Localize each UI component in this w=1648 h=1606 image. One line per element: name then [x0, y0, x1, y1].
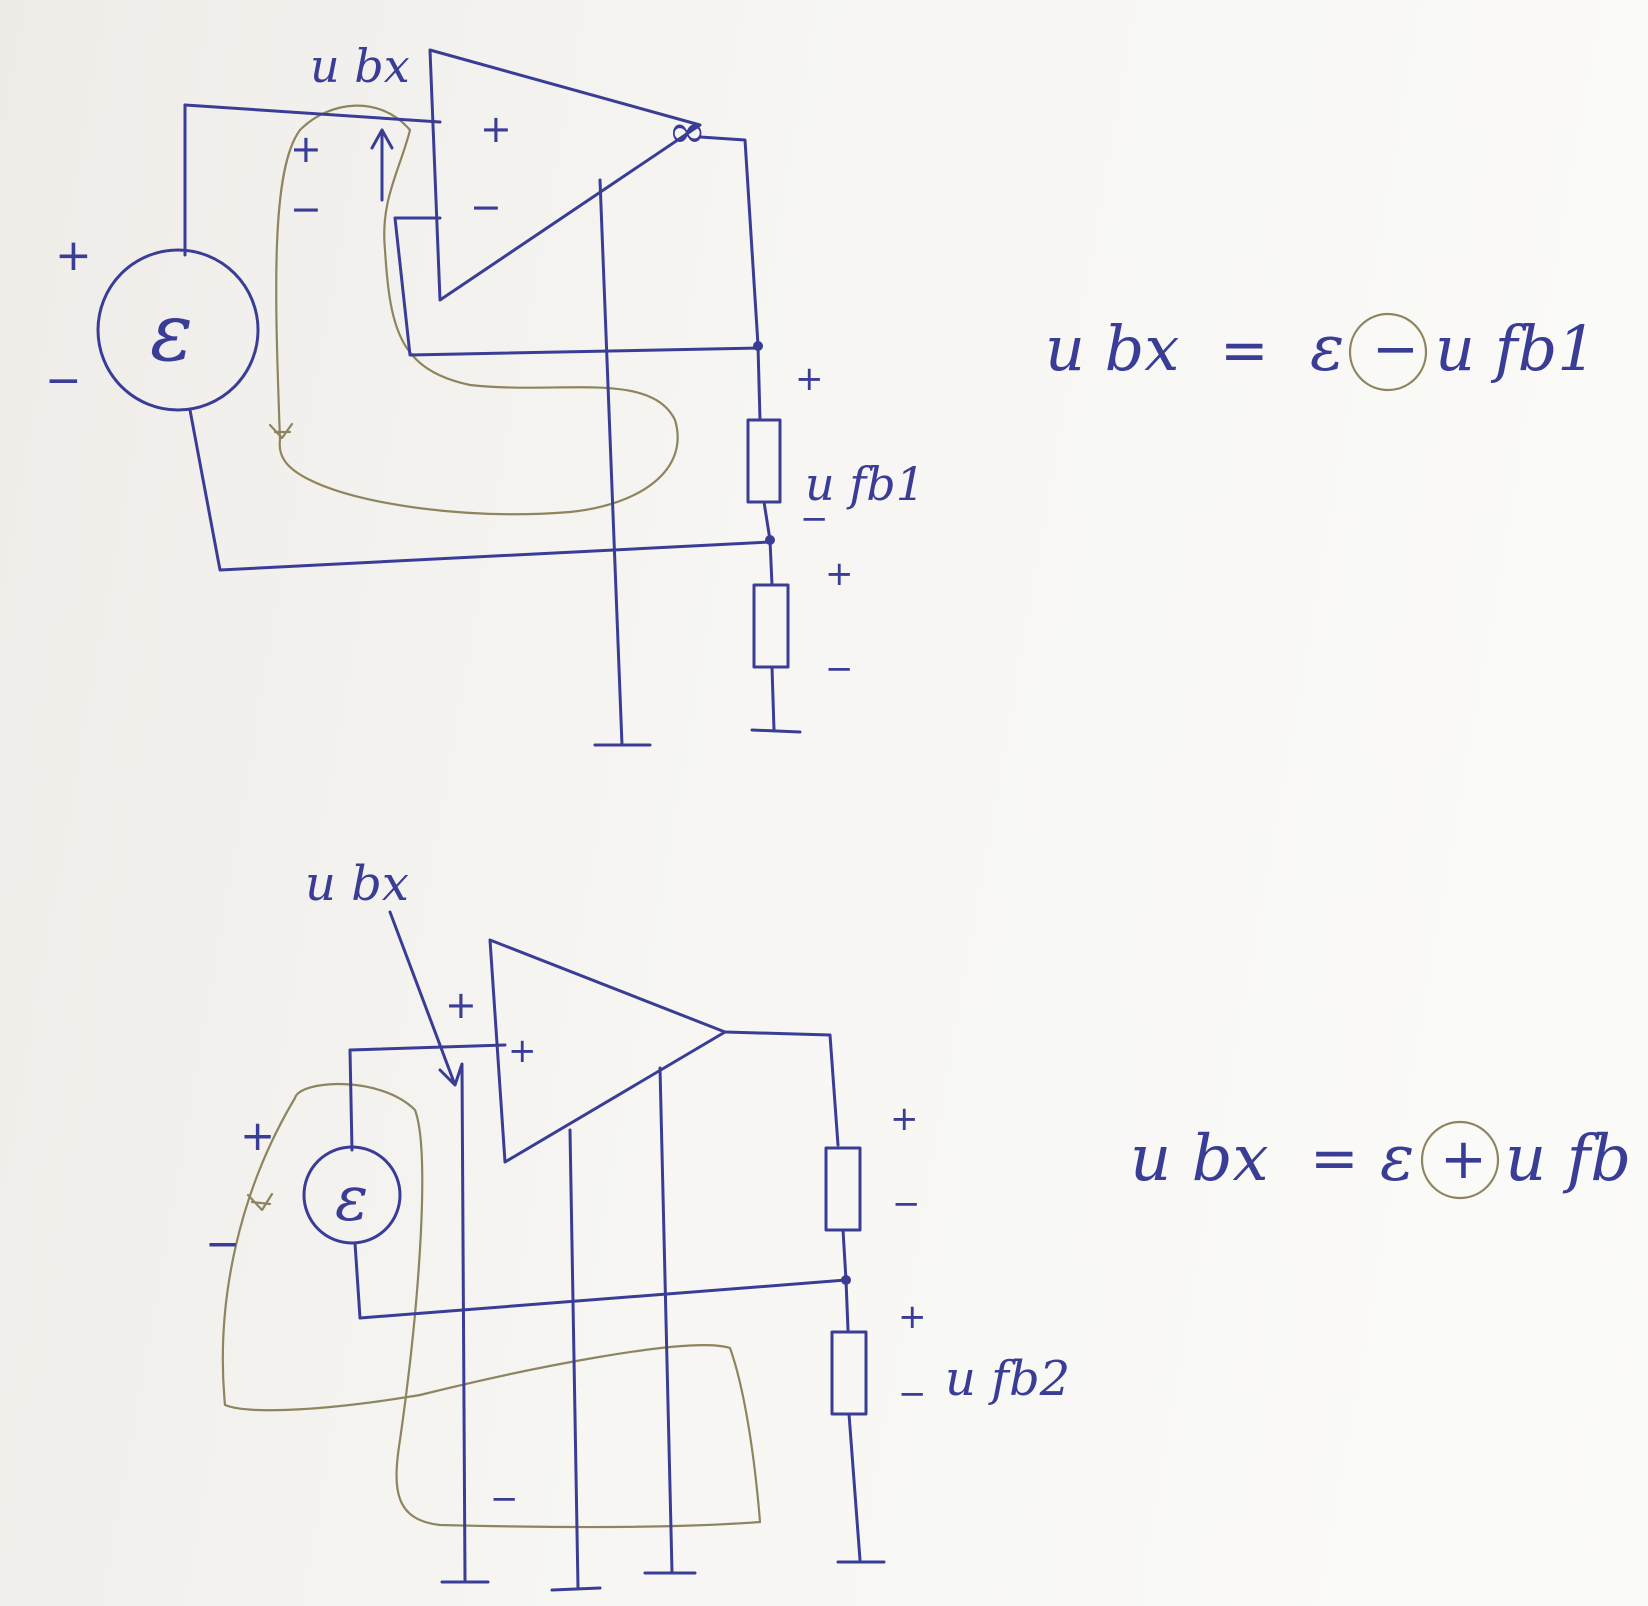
- top-opamp-triangle: [428, 48, 702, 302]
- formula-bottom-op: +: [1440, 1127, 1487, 1192]
- circuit-bottom: + − ε + − u bx + + − +: [205, 856, 1070, 1592]
- formula-bottom: u bx = ε + u fb: [1130, 1120, 1631, 1200]
- bottom-resistor-1: [824, 1146, 862, 1232]
- top-opamp-ground-wire: [598, 178, 624, 747]
- top-opamp-gain: ∞: [668, 104, 706, 158]
- formula-bottom-lhs: u bx: [1130, 1122, 1269, 1196]
- top-wire-r1-r2: [762, 500, 774, 587]
- bottom-ground-symbol-a: [550, 1586, 602, 1592]
- formula-bottom-eq: =: [1310, 1124, 1359, 1192]
- bottom-resistor-2: [830, 1330, 868, 1416]
- formula-top-eq: =: [1220, 316, 1269, 384]
- bottom-opamp-wire-a: [568, 1128, 580, 1590]
- top-input-label: u bx: [310, 39, 410, 93]
- bottom-input-label: u bx: [305, 856, 409, 912]
- formula-top-rhs: u fb1: [1435, 312, 1597, 385]
- top-source-minus: −: [45, 355, 82, 406]
- bottom-plus-input-wire: [348, 1043, 507, 1152]
- top-source: [96, 248, 260, 412]
- formula-bottom-op-circle: [1420, 1120, 1500, 1200]
- top-opamp-minus: −: [470, 185, 502, 229]
- formula-top-lhs: u bx: [1045, 312, 1179, 385]
- bottom-opamp-wire-b: [658, 1066, 674, 1574]
- bottom-opamp-minus: −: [490, 1479, 519, 1519]
- top-output-wire: [698, 135, 760, 347]
- formula-top-op: −: [1372, 317, 1419, 382]
- bottom-output-wire: [723, 1030, 840, 1147]
- top-ground-symbol-2: [750, 728, 802, 734]
- bottom-opamp-triangle: [488, 938, 727, 1164]
- top-input-arrow-icon: [370, 128, 394, 202]
- bottom-r1-plus: +: [890, 1099, 919, 1139]
- top-r2-minus: −: [825, 649, 854, 689]
- bottom-r2-minus: −: [898, 1374, 927, 1414]
- circuit-top: ∞ + − ε + − u bx + − +: [45, 39, 925, 747]
- top-input-minus: −: [290, 187, 322, 231]
- bottom-r2-plus: +: [898, 1297, 927, 1337]
- top-wire-r2-ground: [770, 665, 776, 732]
- bottom-loop-arrow-icon: [246, 1192, 274, 1212]
- top-r2-plus: +: [825, 554, 854, 594]
- top-source-wire-down: [188, 408, 772, 572]
- top-r1-plus: +: [795, 359, 824, 399]
- formula-bottom-rhs: u fb: [1505, 1122, 1631, 1196]
- formula-bottom-eps: ε: [1380, 1122, 1414, 1196]
- bottom-source: [302, 1145, 402, 1245]
- bottom-source-minus: −: [205, 1219, 240, 1268]
- bottom-input-arrow-icon: [388, 910, 464, 1087]
- formula-top-eps: ε: [1310, 312, 1344, 386]
- top-r1-minus: −: [800, 499, 829, 539]
- top-minus-input-wire: [393, 216, 762, 357]
- bottom-input-probe-wire: [460, 1063, 467, 1582]
- top-plus-input-wire: [183, 103, 442, 124]
- bottom-feedback-wire: [358, 1278, 848, 1320]
- top-loop-arrow-icon: [268, 422, 294, 440]
- bottom-source-symbol: ε: [335, 1162, 368, 1235]
- bottom-source-wire-down: [353, 1241, 362, 1320]
- bottom-wire-r2-ground: [847, 1412, 862, 1562]
- formula-top-op-circle: [1348, 312, 1428, 392]
- top-source-plus: +: [55, 230, 92, 281]
- bottom-current-loop: [221, 1082, 762, 1529]
- top-wire-r1: [756, 344, 762, 422]
- top-resistor-1: [746, 418, 782, 504]
- top-input-plus: +: [290, 127, 322, 171]
- top-r1-label: u fb1: [805, 457, 925, 511]
- formula-top: u bx = ε − u fb1: [1045, 312, 1597, 392]
- top-source-symbol: ε: [150, 286, 193, 379]
- top-current-loop: [275, 104, 679, 516]
- bottom-r2-label: u fb2: [945, 1351, 1070, 1407]
- bottom-r1-minus: −: [892, 1184, 921, 1224]
- top-resistor-2: [752, 583, 790, 669]
- bottom-source-plus: +: [240, 1111, 275, 1160]
- bottom-opamp-plus: +: [508, 1031, 537, 1071]
- top-opamp-plus: +: [480, 107, 512, 151]
- bottom-input-plus: +: [445, 983, 477, 1027]
